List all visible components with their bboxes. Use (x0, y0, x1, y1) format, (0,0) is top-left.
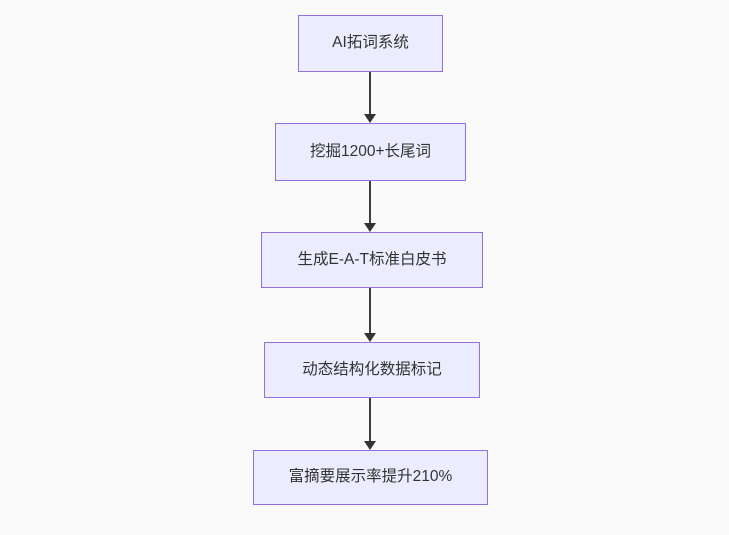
edge-line (369, 398, 371, 441)
flow-edge-1 (364, 72, 376, 123)
flow-node-label: 挖掘1200+长尾词 (309, 142, 432, 160)
edge-line (369, 288, 371, 333)
flow-node-rich-snippet-rate-increase: 富摘要展示率提升210% (253, 450, 488, 505)
flow-edge-2 (364, 181, 376, 232)
flow-edge-4 (364, 398, 376, 450)
flow-node-dynamic-structured-data-markup: 动态结构化数据标记 (264, 342, 480, 398)
flow-node-label: 富摘要展示率提升210% (288, 468, 453, 486)
edge-line (369, 181, 371, 223)
arrow-down-icon (364, 441, 376, 450)
flow-node-generate-eat-whitepaper: 生成E-A-T标准白皮书 (261, 232, 483, 288)
flow-node-label: 生成E-A-T标准白皮书 (297, 250, 447, 268)
arrow-down-icon (364, 333, 376, 342)
flow-node-label: 动态结构化数据标记 (302, 360, 442, 378)
flow-edge-3 (364, 288, 376, 342)
flow-node-mine-longtail-keywords: 挖掘1200+长尾词 (275, 123, 466, 181)
edge-line (369, 72, 371, 114)
flow-node-label: AI拓词系统 (332, 34, 409, 52)
arrow-down-icon (364, 114, 376, 123)
flow-node-ai-word-expansion-system: AI拓词系统 (298, 15, 443, 72)
arrow-down-icon (364, 223, 376, 232)
